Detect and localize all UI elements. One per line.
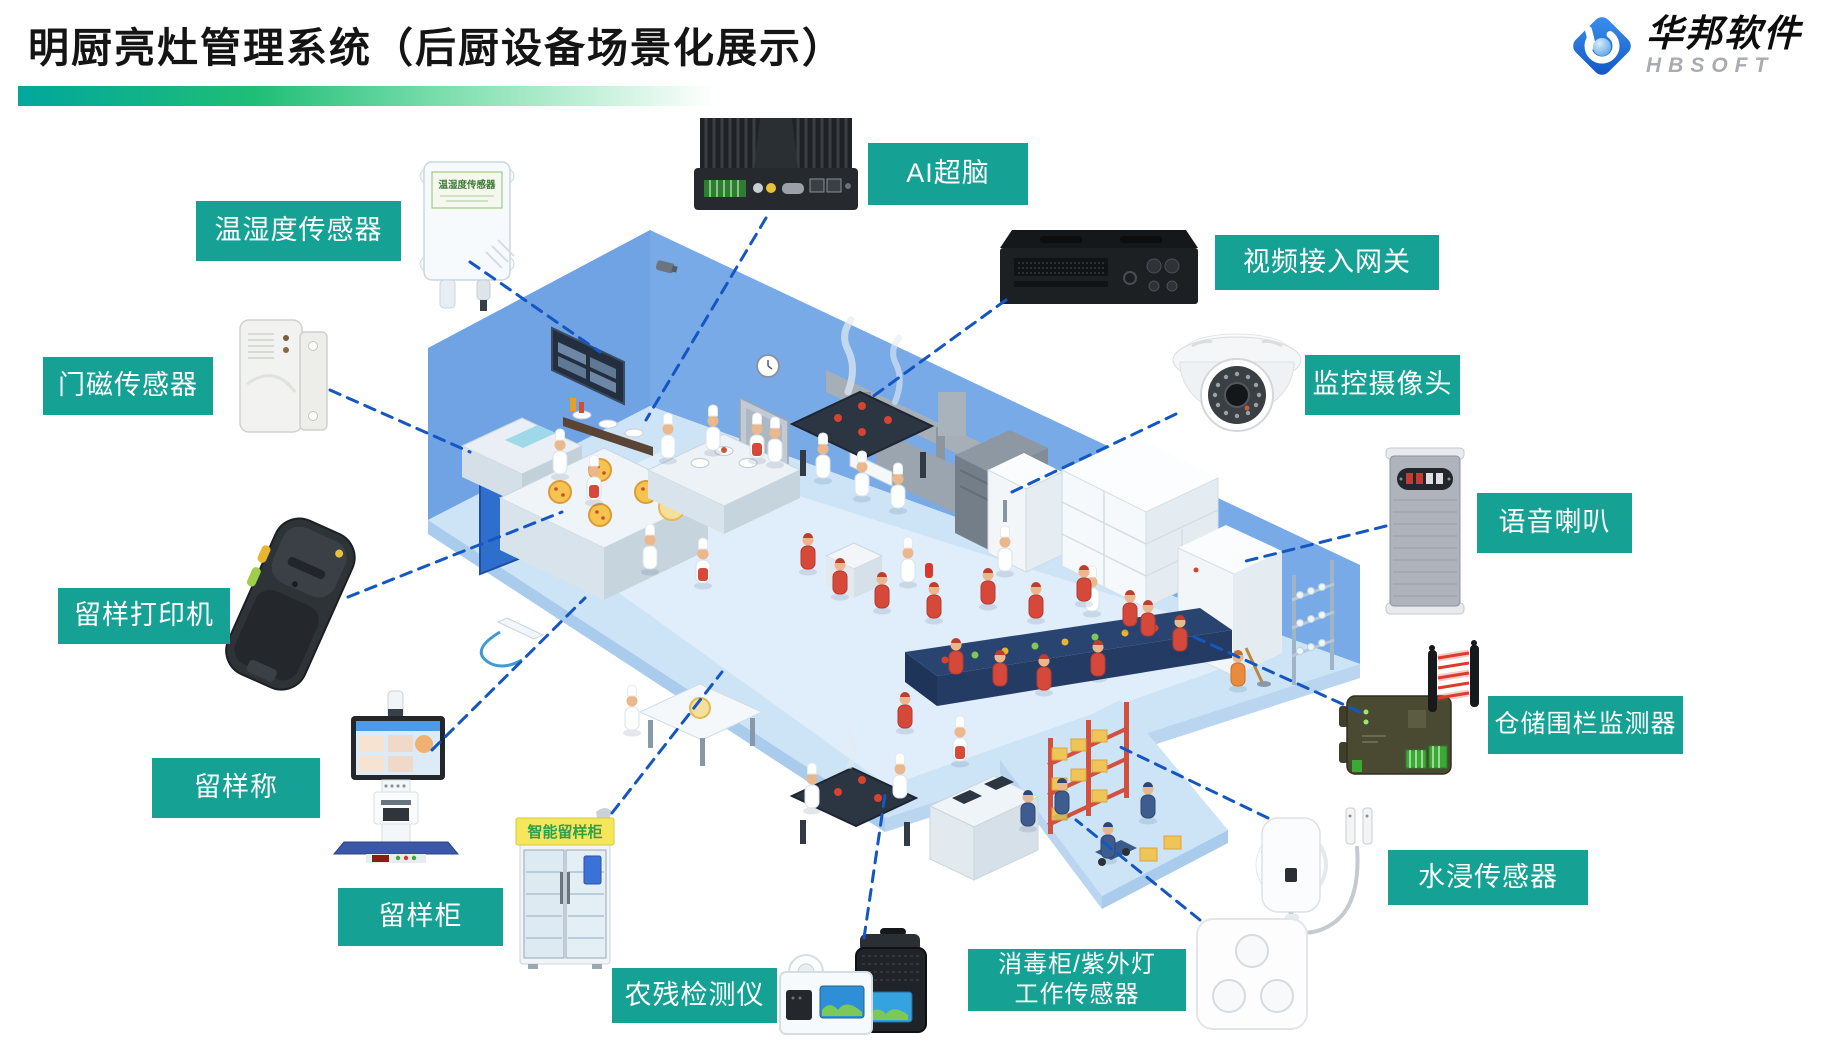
connector-uv-work-sensor <box>1074 818 1202 922</box>
label-ai-brain: AI超脑 <box>868 143 1028 205</box>
pesticide-detector-device <box>779 928 927 1035</box>
page-title: 明厨亮灶管理系统（后厨设备场景化展示） <box>28 25 845 71</box>
connectors <box>328 216 1388 940</box>
camera-device <box>1172 333 1302 432</box>
connector-sample-printer <box>346 510 564 599</box>
label-water-sensor: 水浸传感器 <box>1388 850 1588 905</box>
water-sensor-device <box>1255 807 1373 937</box>
uv-work-sensor-device <box>1196 914 1308 1030</box>
label-temp-humidity: 温湿度传感器 <box>196 201 401 261</box>
connector-ai-brain <box>644 216 768 422</box>
label-speaker: 语音喇叭 <box>1477 493 1632 553</box>
speaker-device <box>1385 447 1465 615</box>
title-accent-bar <box>18 86 760 106</box>
label-fence-monitor: 仓储围栏监测器 <box>1488 696 1683 754</box>
sample-scale-device <box>332 690 460 863</box>
logo-en-text: HBSOFT <box>1646 53 1775 77</box>
label-video-gateway: 视频接入网关 <box>1215 235 1439 290</box>
connector-door-magnet <box>328 388 472 454</box>
temp-humidity-sensor-device: 温湿度传感器 <box>419 161 515 311</box>
sample-printer-device <box>225 517 356 691</box>
label-pesticide-detector: 农残检测仪 <box>612 968 777 1023</box>
light-curtain <box>1428 640 1479 712</box>
label-camera: 监控摄像头 <box>1305 355 1460 415</box>
connector-fence-monitor <box>1190 634 1362 714</box>
connector-temp-humidity <box>468 260 602 354</box>
door-magnet-device <box>239 319 328 433</box>
connector-video-gateway <box>866 298 1008 402</box>
video-gateway-device <box>1000 230 1198 304</box>
company-logo: 华邦软件 HBSOFT <box>1566 10 1802 82</box>
cabinet-sign-text: 智能留样柜 <box>527 823 602 841</box>
connector-sample-scale <box>430 596 587 752</box>
logo-cn-text: 华邦软件 <box>1646 13 1802 55</box>
connector-water-sensor <box>1112 742 1270 820</box>
label-sample-printer: 留样打印机 <box>58 588 230 644</box>
sample-cabinet-device: 智能留样柜 <box>515 808 615 969</box>
label-door-magnet: 门磁传感器 <box>43 357 213 415</box>
fence-monitor-device <box>1339 640 1479 775</box>
connector-speaker <box>1240 524 1388 564</box>
label-sample-scale: 留样称 <box>152 758 320 818</box>
hbsoft-logo-icon <box>1573 17 1631 75</box>
label-sample-cabinet: 留样柜 <box>338 888 503 946</box>
connector-camera <box>1010 412 1178 494</box>
ai-brain-device <box>694 118 858 210</box>
temp-sensor-panel-text: 温湿度传感器 <box>438 179 496 191</box>
connector-sample-cabinet <box>610 670 724 815</box>
label-uv-work-sensor: 消毒柜/紫外灯 工作传感器 <box>968 949 1186 1011</box>
connector-pesticide-detector <box>862 786 888 940</box>
